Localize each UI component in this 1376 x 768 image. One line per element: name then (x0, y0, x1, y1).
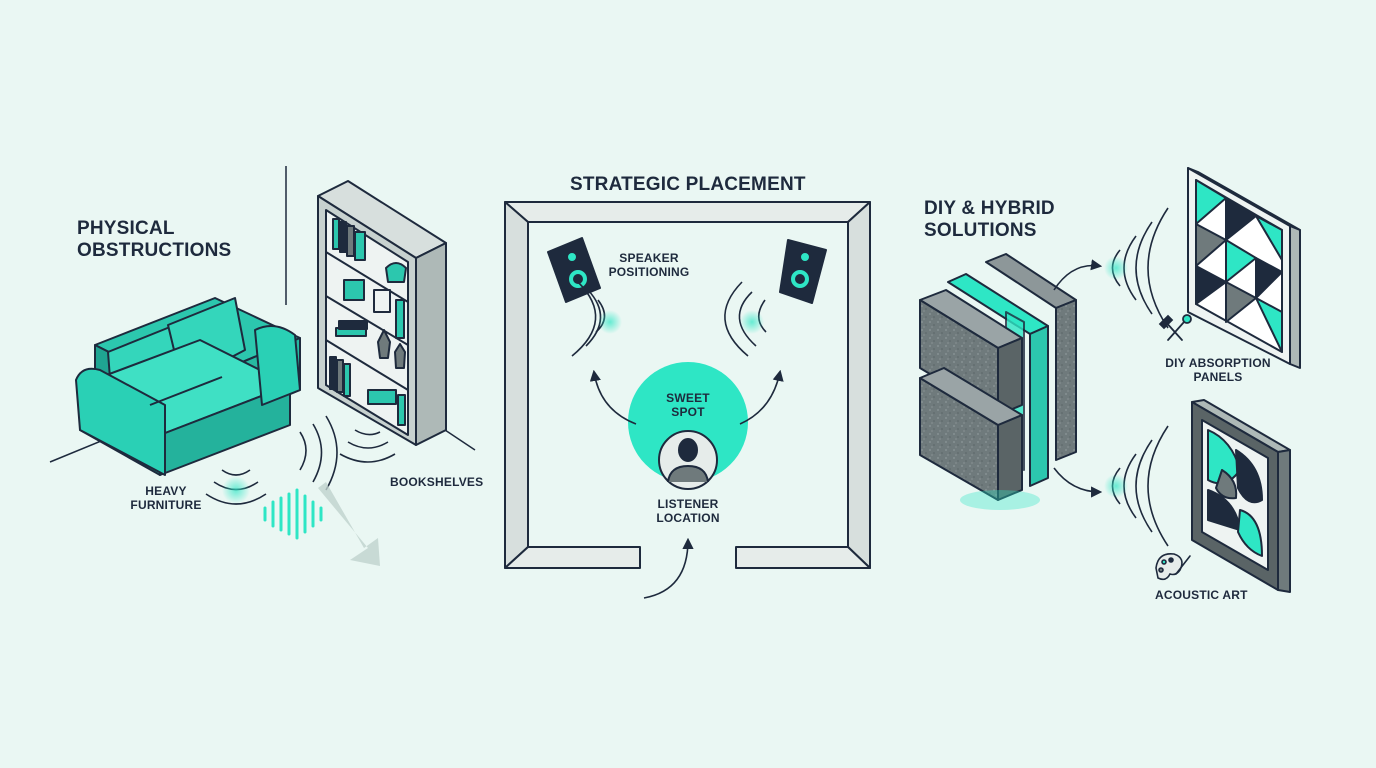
strategic-placement-title: STRATEGIC PLACEMENT (570, 174, 806, 195)
furniture-line2: FURNITURE (130, 497, 202, 512)
sweet-spot-label: SWEET SPOT (650, 391, 726, 420)
palette-icon (1155, 552, 1191, 581)
physical-title-line2: OBSTRUCTIONS (77, 239, 232, 261)
speaker-left (547, 237, 601, 303)
heavy-furniture-label: HEAVY FURNITURE (116, 484, 216, 513)
speaker-right (779, 239, 827, 304)
sweet-line1: SWEET (666, 391, 710, 405)
deflection-arrow (318, 482, 380, 566)
listener-location-label: LISTENER LOCATION (638, 497, 738, 526)
sound-waves-left (205, 415, 396, 505)
acoustic-art-frame (1191, 399, 1291, 593)
bookshelf-illustration (317, 180, 447, 446)
room-walls (504, 201, 871, 569)
listener-line2: LOCATION (656, 510, 720, 525)
sweet-line2: SPOT (671, 404, 705, 419)
diy-title-line2: SOLUTIONS (924, 219, 1037, 241)
speaker-line1: SPEAKER (619, 251, 679, 265)
acoustic-art-label: ACOUSTIC ART (1155, 588, 1248, 602)
speaker-positioning-label: SPEAKER POSITIONING (594, 251, 704, 280)
sweet-spot-circle (628, 362, 748, 482)
panel-glow (960, 490, 1040, 510)
speaker-line2: POSITIONING (608, 264, 690, 279)
furniture-line1: HEAVY (145, 484, 187, 498)
speaker-waves (571, 281, 767, 357)
diy-hybrid-title: DIY & HYBRID SOLUTIONS (924, 198, 1055, 242)
diy-sound-waves (1104, 207, 1169, 547)
bookshelves-label: BOOKSHELVES (390, 475, 484, 489)
sofa-illustration (75, 297, 301, 476)
acoustic-panels-stack (919, 253, 1077, 501)
panel-arrows (1053, 259, 1103, 498)
sound-wave-bars (263, 488, 323, 540)
diy-absorption-panels-label: DIY ABSORPTION PANELS (1156, 356, 1280, 385)
diy-absorption-panel-art (1187, 167, 1301, 369)
placement-arrows (589, 369, 784, 599)
panels-line2: PANELS (1193, 369, 1243, 384)
tools-icon (1158, 314, 1192, 341)
physical-obstructions-title: PHYSICAL OBSTRUCTIONS (77, 218, 231, 262)
listener-icon (658, 430, 718, 490)
panels-line1: DIY ABSORPTION (1165, 356, 1271, 370)
listener-line1: LISTENER (657, 497, 719, 511)
diy-title-line1: DIY & HYBRID (924, 198, 1055, 219)
physical-title-line1: PHYSICAL (77, 218, 175, 239)
